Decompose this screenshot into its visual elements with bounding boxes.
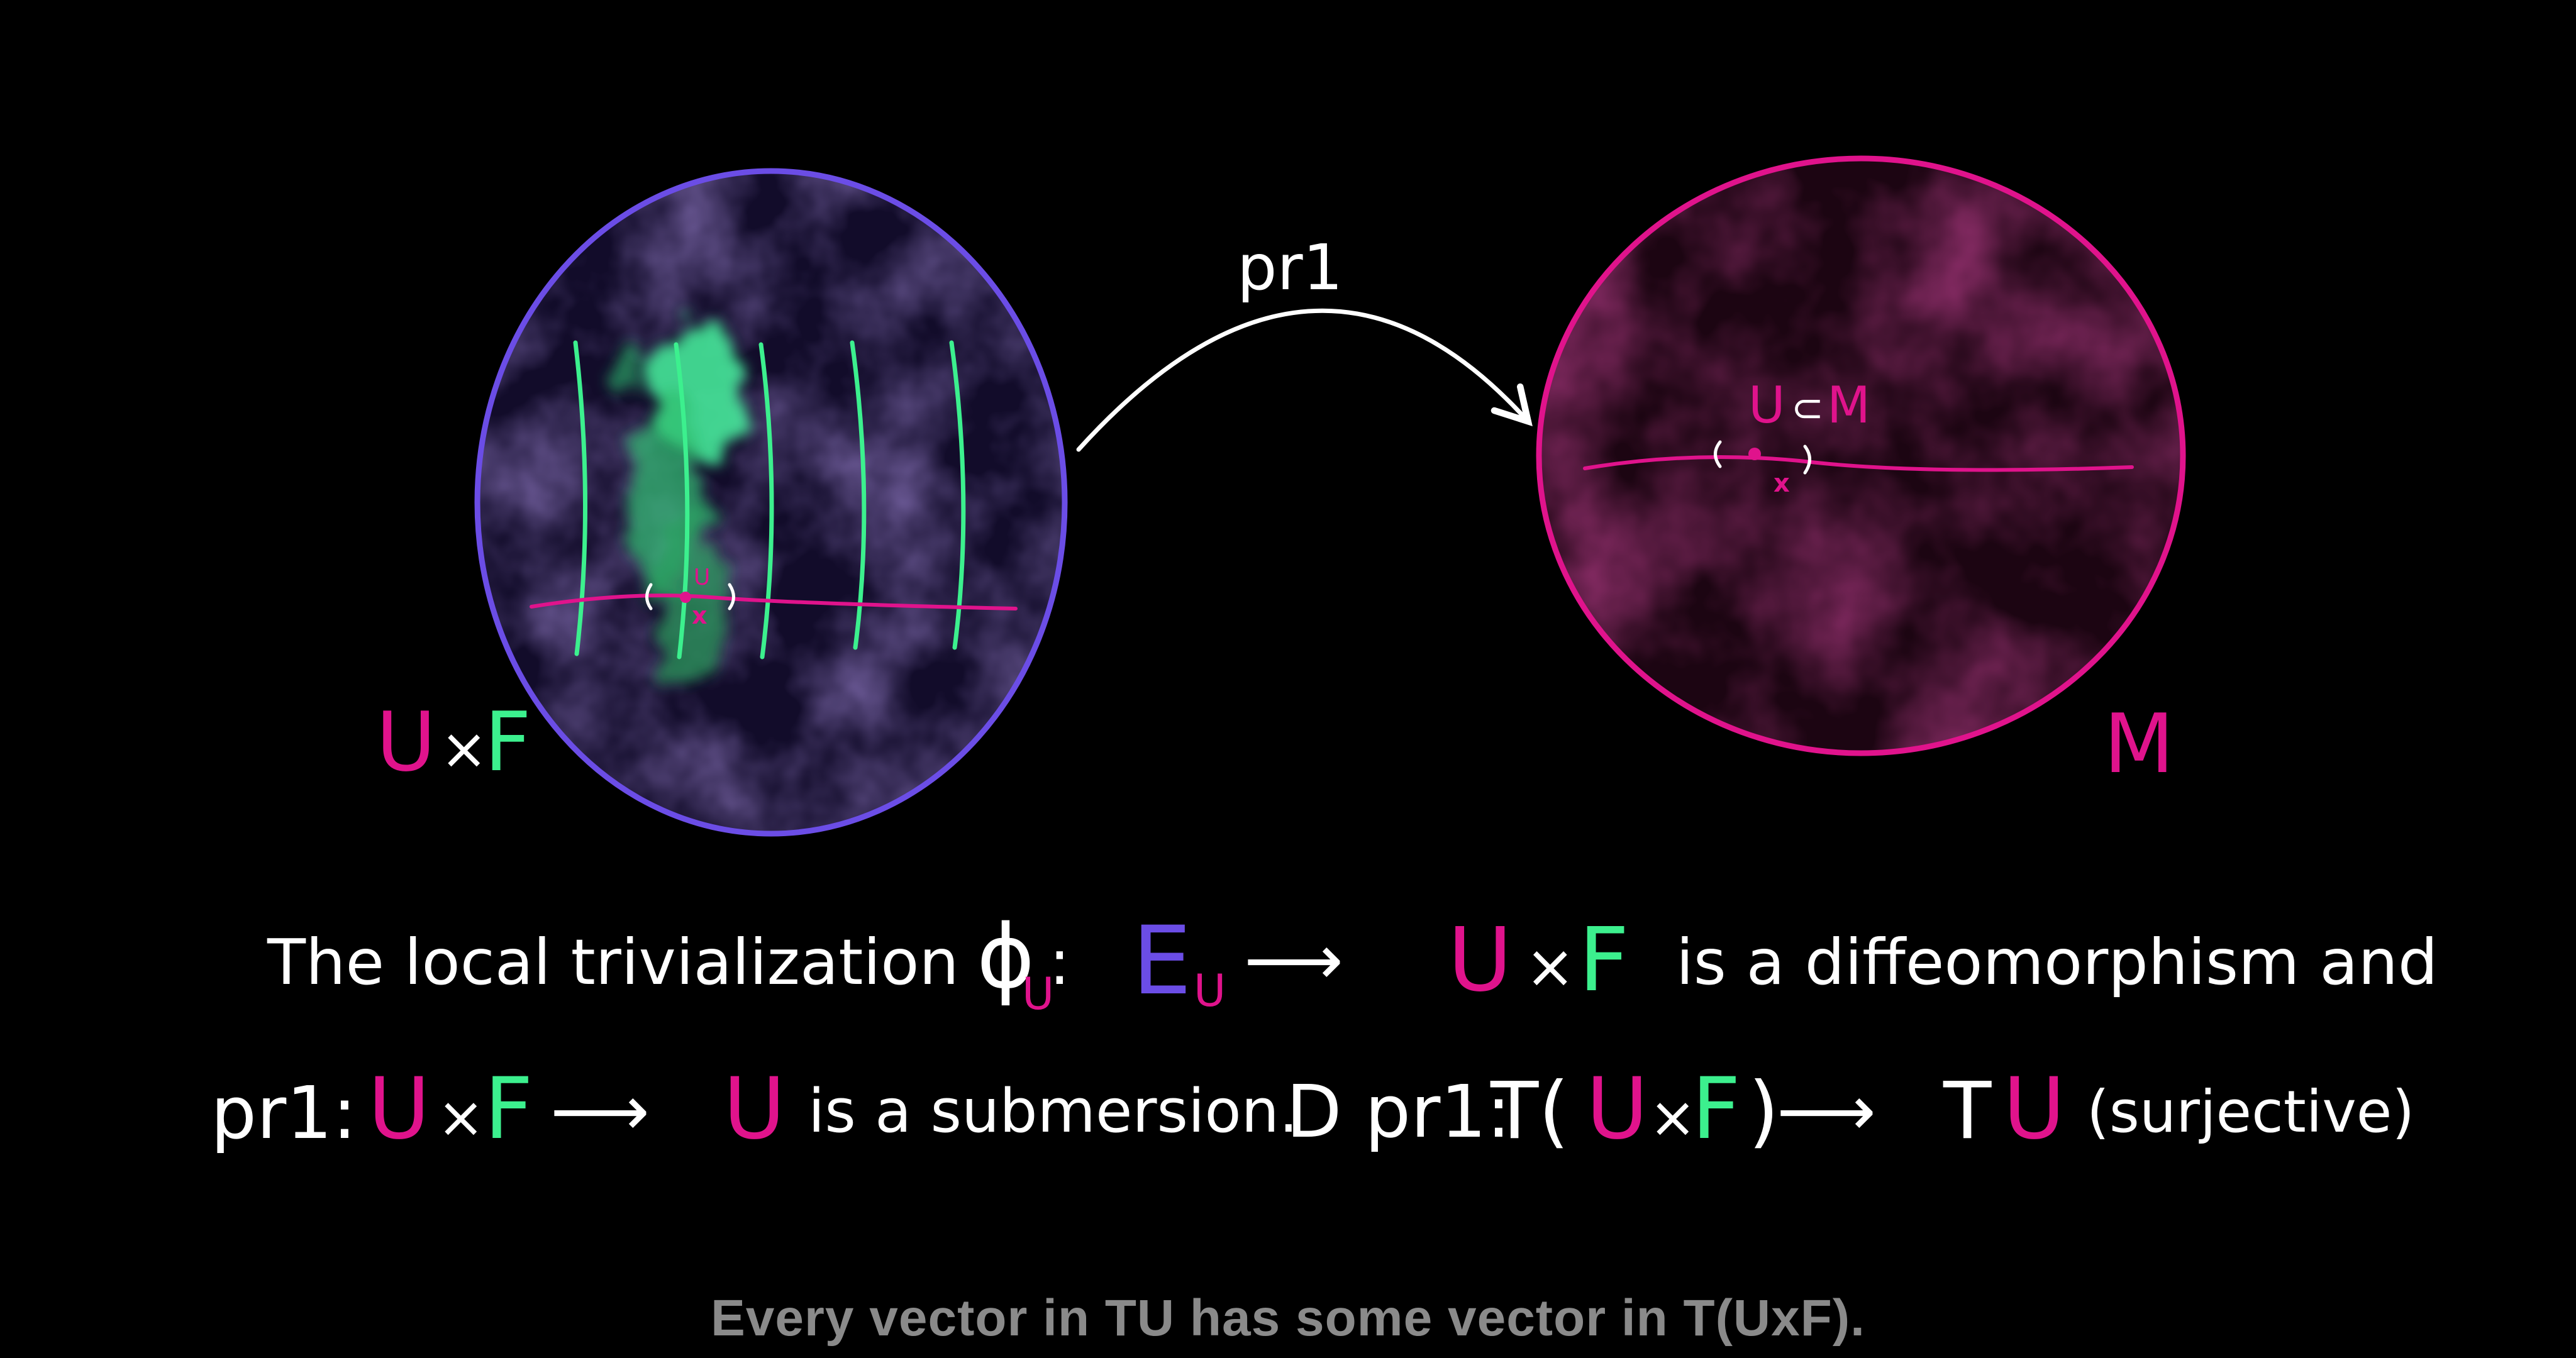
line1-arrow: ⟶	[1244, 920, 1343, 1000]
label-f: F	[484, 694, 531, 790]
e-symbol: E	[1132, 907, 1192, 1016]
fiber-line	[850, 340, 867, 650]
phi-symbol: ϕ	[977, 906, 1035, 1008]
base-space-label: M	[2104, 696, 2174, 792]
line2-text-a: is a submersion.	[808, 1077, 1298, 1146]
line2-surjective: (surjective)	[2087, 1078, 2414, 1145]
explanation-line-1: The local trivialization ϕ U : E U ⟶ U ×…	[267, 906, 2438, 1020]
subset-bracket	[1714, 440, 1811, 475]
fiber-line	[573, 340, 588, 656]
projection-label: pr1	[1237, 231, 1343, 304]
line2-arrow1: ⟶	[550, 1071, 650, 1151]
neighborhood-bracket	[645, 583, 735, 610]
line2-dpr1: D pr1:	[1286, 1070, 1511, 1154]
base-space-disk: x U ⊂ M	[1536, 155, 2186, 756]
fiber-line	[674, 342, 690, 660]
projection-arrow	[1076, 308, 1533, 452]
caption-subtitle: Every vector in TU has some vector in T(…	[711, 1289, 1865, 1347]
label-u: U	[376, 694, 436, 790]
base-point-x-label: x	[1774, 469, 1790, 498]
phi-subscript: U	[1022, 968, 1054, 1020]
line2-u4: U	[2003, 1059, 2065, 1158]
line2-t-open: T(	[1490, 1066, 1569, 1157]
line2-arrow2: ⟶	[1777, 1071, 1876, 1151]
line2-u2: U	[723, 1059, 786, 1158]
subset-symbol: ⊂	[1791, 385, 1824, 431]
line2-times2: ×	[1649, 1085, 1696, 1151]
line2-u1: U	[368, 1059, 430, 1158]
line2-pr1: pr1:	[211, 1071, 357, 1156]
line1-times: ×	[1525, 932, 1575, 1002]
line1-colon: :	[1049, 925, 1070, 999]
line2-times1: ×	[437, 1085, 484, 1151]
base-section-curve	[530, 593, 1018, 610]
line1-text-b: is a diffeomorphism and	[1676, 925, 2438, 999]
fiber-line	[758, 342, 774, 660]
base-space-outline	[1536, 155, 2186, 756]
e-subscript: U	[1194, 965, 1226, 1017]
line2-t-close: )	[1748, 1066, 1779, 1157]
total-space-outline	[474, 168, 1068, 837]
total-space-disk: U x	[474, 168, 1068, 837]
base-point-x	[1748, 448, 1761, 460]
line2-f1: F	[484, 1059, 533, 1158]
nbhd-label: U	[694, 565, 710, 590]
label-times: ×	[440, 716, 487, 782]
line1-f: F	[1579, 909, 1629, 1012]
total-space-label: U × F	[376, 694, 531, 790]
line1-u: U	[1448, 909, 1512, 1012]
point-x	[680, 592, 691, 603]
line2-t2: T	[1943, 1066, 1992, 1157]
base-curve	[1583, 455, 2134, 472]
explanation-line-2: pr1: U × F ⟶ U is a submersion. D pr1: T…	[211, 1059, 2414, 1158]
subset-label-u: U	[1748, 376, 1785, 434]
point-x-label: x	[692, 602, 708, 629]
line2-f2: F	[1692, 1059, 1741, 1158]
subset-label-m: M	[1827, 376, 1870, 434]
line1-text-a: The local trivialization	[267, 925, 959, 999]
line2-u3: U	[1586, 1059, 1648, 1158]
